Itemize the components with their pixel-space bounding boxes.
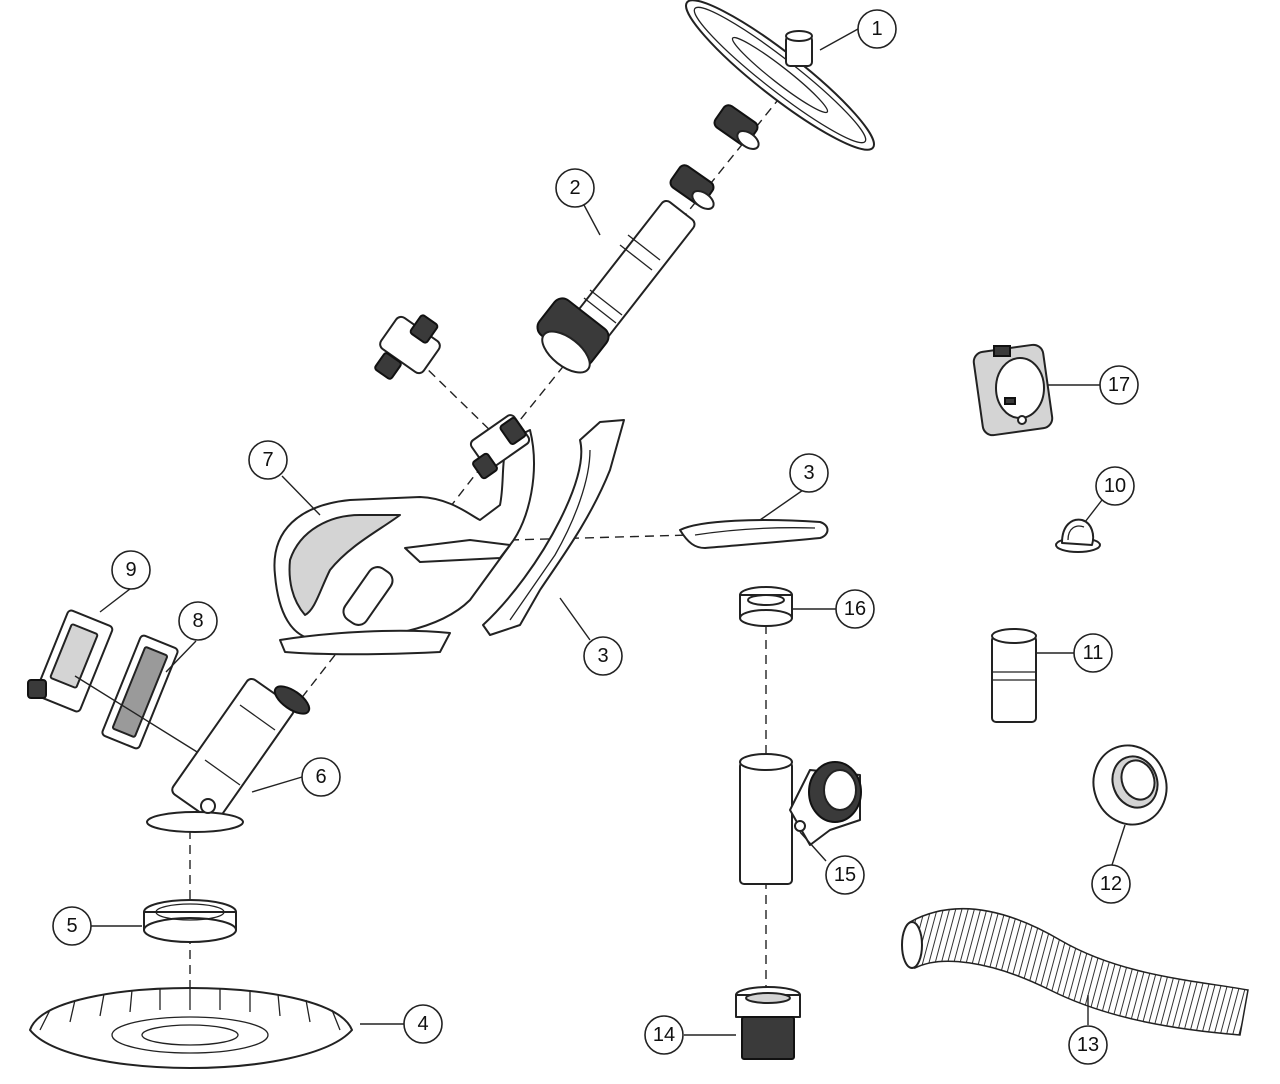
part-4-disc: [29, 987, 353, 1069]
callout-12: 12: [1091, 864, 1131, 904]
callout-15-label: 15: [834, 864, 856, 886]
callout-3b: 3: [583, 636, 623, 676]
callout-2-label: 2: [569, 177, 580, 199]
part-12-ring: [1092, 744, 1168, 826]
callout-3b-label: 3: [597, 645, 608, 667]
part-6-intake-tube: [146, 677, 311, 833]
callout-6: 6: [301, 757, 341, 797]
part-1-deflector-wheel: [685, 0, 875, 151]
callout-7-label: 7: [262, 449, 273, 471]
callout-4-label: 4: [417, 1013, 428, 1035]
callout-14-label: 14: [653, 1024, 675, 1046]
part-11-tube: [991, 628, 1037, 723]
part-7-main-body: [273, 414, 535, 656]
part-14-fitting: [735, 986, 801, 1060]
part-9-flap: [27, 609, 114, 713]
part-13-hose: [901, 908, 1249, 1036]
callout-4: 4: [403, 1004, 443, 1044]
callout-9: 9: [111, 550, 151, 590]
callout-9-label: 9: [125, 559, 136, 581]
callout-3a: 3: [789, 453, 829, 493]
part-15-y-valve: [739, 753, 862, 885]
callout-16: 16: [835, 589, 875, 629]
callout-5: 5: [52, 906, 92, 946]
callout-11: 11: [1073, 633, 1113, 673]
callout-1: 1: [857, 9, 897, 49]
callout-8-label: 8: [192, 610, 203, 632]
callout-2: 2: [555, 168, 595, 208]
part-3-skirts: [482, 419, 829, 636]
part-17-skimmer-adapter: [972, 343, 1054, 437]
part-8-flap: [101, 634, 179, 750]
hose-connector-nuts: [669, 104, 760, 210]
callout-13-label: 13: [1077, 1034, 1099, 1056]
callout-5-label: 5: [66, 915, 77, 937]
callout-17-label: 17: [1108, 374, 1130, 396]
callout-13: 13: [1068, 1025, 1108, 1065]
callout-7: 7: [248, 440, 288, 480]
callout-10: 10: [1095, 466, 1135, 506]
part-2-hose-adapter: [536, 200, 696, 374]
part-10-cone: [1055, 518, 1101, 553]
callout-3a-label: 3: [803, 462, 814, 484]
callout-15: 15: [825, 855, 865, 895]
part-16-nut: [739, 586, 793, 627]
callout-14: 14: [644, 1015, 684, 1055]
leader-lines: [91, 28, 1126, 1036]
callout-17: 17: [1099, 365, 1139, 405]
part-5-ring: [143, 899, 237, 943]
callout-12-label: 12: [1100, 873, 1122, 895]
flap-link-line: [74, 675, 211, 761]
callout-6-label: 6: [315, 766, 326, 788]
callout-10-label: 10: [1104, 475, 1126, 497]
callout-11-label: 11: [1083, 642, 1104, 664]
callout-1-label: 1: [871, 18, 882, 40]
swivel-connector: [374, 314, 441, 380]
callout-16-label: 16: [844, 598, 866, 620]
callout-8: 8: [178, 601, 218, 641]
